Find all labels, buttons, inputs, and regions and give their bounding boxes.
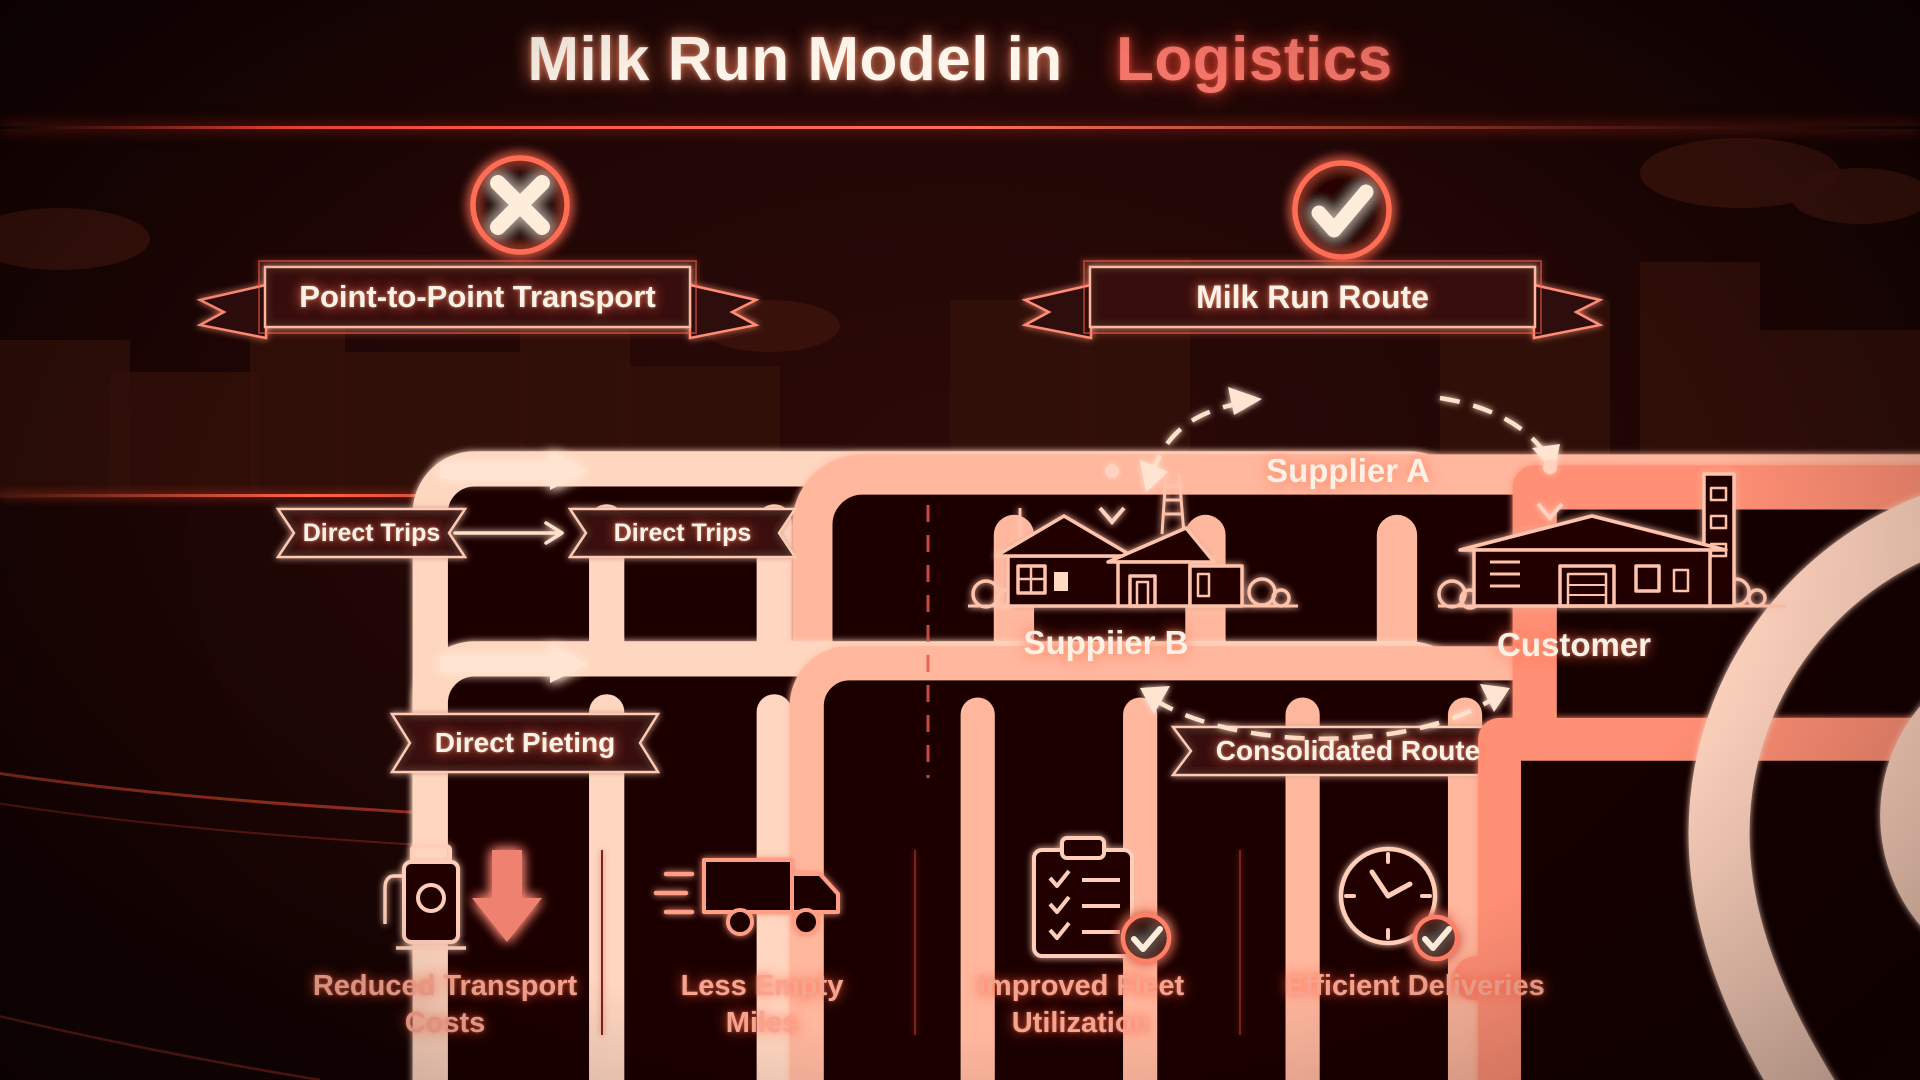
row1-arrow-right-icon [440, 452, 588, 490]
benefit-divider-3 [1239, 850, 1241, 1035]
route-arc-left [1149, 399, 1247, 475]
label-arrow-icon [453, 521, 564, 545]
direct-pieting-label: Direct Pieting [434, 727, 616, 758]
label-ribbons [275, 507, 1526, 777]
fuel-pump-icon [383, 844, 466, 950]
direct-trips-1-label: Direct Trips [302, 519, 441, 547]
left-banner-label: Point-to-Point Transport [299, 279, 656, 314]
customer-label: Customer [1496, 626, 1652, 663]
benefit-divider-1 [601, 850, 603, 1035]
consolidated-truck-icon [1442, 739, 1920, 1080]
right-banner-ribbon [1021, 260, 1604, 340]
benefit-label-improved-fleet-utilization: Improved Fleet Utilization [977, 970, 1185, 1039]
direct-trips-1-ribbon [275, 507, 468, 559]
clipboard-check-icon [1032, 836, 1134, 958]
down-arrow-icon [472, 850, 542, 942]
top-glow-line [0, 126, 1920, 129]
title-accent: Logistics [1116, 25, 1393, 94]
speeding-truck-icon [653, 858, 840, 936]
supplier-b-building [968, 473, 1298, 610]
customer-pin-icon [1536, 460, 1564, 522]
clipboard-check-badge-icon [1120, 912, 1172, 964]
route-arc-bottom [1153, 696, 1496, 741]
x-circle-icon [470, 155, 570, 255]
left-ground-line [0, 494, 770, 497]
row2-arrow-right-icon [440, 645, 588, 683]
supplier-b-pin-icon [1098, 464, 1920, 1080]
consolidated-route-label: Consolidated Route [1215, 735, 1481, 766]
left-banner-ribbon [196, 260, 760, 340]
direct-pieting-ribbon [389, 712, 661, 774]
customer-building [1437, 472, 1786, 610]
clock-check-badge-icon [1412, 914, 1460, 962]
right-banner-label: Milk Run Route [1196, 279, 1429, 315]
supplier-b-label: Suppiier B [1023, 624, 1189, 661]
supplier-a-label: Supplier A [1266, 452, 1430, 489]
benefit-label-efficient-deliveries: Efficient Deliveries [1285, 970, 1545, 1002]
check-circle-icon [1292, 160, 1392, 260]
page-title: Milk Run Model in Logistics [0, 24, 1920, 95]
benefit-label-less-empty-miles: Less Empty Miles [680, 970, 844, 1039]
direct-trips-2-ribbon [567, 507, 798, 559]
title-main: Milk Run Model in [527, 25, 1063, 94]
direct-trips-2-label: Direct Trips [613, 519, 752, 547]
benefit-divider-2 [914, 850, 916, 1035]
benefit-label-reduced-transport-costs: Reduced Transport Costs [312, 970, 578, 1039]
route-arc-right [1439, 395, 1550, 460]
clock-icon [1338, 846, 1438, 946]
